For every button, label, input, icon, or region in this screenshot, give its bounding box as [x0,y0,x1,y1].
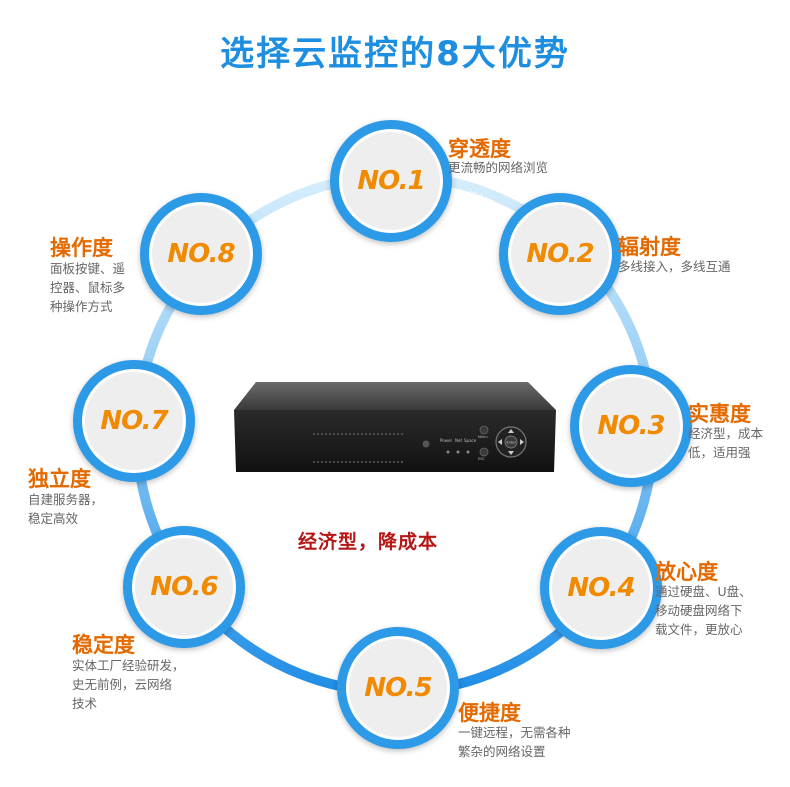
desc-line: 经济型，成本 [688,426,764,441]
badge-no1: NO.1 [330,120,452,242]
device-label-space: Space [464,438,477,443]
feature-title-5: 便捷度 [458,701,521,725]
desc-line: 实体工厂经验研发， [72,658,185,673]
desc-line: 一键远程，无需各种 [458,725,571,740]
desc-line: 繁杂的网络设置 [458,744,546,759]
dvr-device-image: Power Net Space Menu ESC Enter [234,382,556,472]
desc-line: 面板按键、遥 [50,261,126,276]
desc-line: 移动硬盘网络下 [655,603,743,618]
ring-watermark-3: JOOAN [613,493,632,522]
desc-line: 通过硬盘、U盘、 [655,584,752,599]
badge-no5: NO.5 [337,627,459,749]
feature-desc-8: 面板按键、遥 控器、鼠标多 种操作方式 [50,259,125,316]
desc-line: 自建服务器， [28,492,104,507]
badge-label: NO.8 [167,239,235,269]
device-label-net: Net [455,438,462,443]
feature-title-6: 稳定度 [72,633,135,657]
badge-no8: NO.8 [140,193,262,315]
center-caption: 经济型，降成本 [298,531,439,553]
feature-title-7: 独立度 [28,467,91,491]
feature-desc-2: 多线接入，多线互通 [618,257,731,276]
device-label-esc: ESC [478,457,485,461]
device-label-menu: Menu [478,435,488,439]
desc-line: 稳定高效 [28,511,79,526]
badge-no2: NO.2 [499,193,621,315]
badge-label: NO.1 [357,166,425,196]
feature-title-4: 放心度 [655,560,718,584]
device-label-enter: Enter [507,441,517,445]
feature-title-1: 穿透度 [448,137,511,161]
feature-desc-6: 实体工厂经验研发， 史无前例，云网络 技术 [72,656,185,713]
page-title: 选择云监控的8大优势 [220,34,570,74]
badge-no7: NO.7 [73,360,195,482]
badge-label: NO.5 [364,673,432,703]
feature-title-8: 操作度 [50,236,113,260]
feature-title-2: 辐射度 [618,235,681,259]
badge-label: NO.3 [597,411,665,441]
desc-line: 技术 [72,696,98,711]
badge-no4: NO.4 [540,527,662,649]
desc-line: 低，适用强 [688,445,751,460]
feature-desc-4: 通过硬盘、U盘、 移动硬盘网络下 载文件，更放心 [655,582,752,639]
desc-line: 史无前例，云网络 [72,677,173,692]
badge-no3: NO.3 [570,365,692,487]
feature-desc-5: 一键远程，无需各种 繁杂的网络设置 [458,723,571,761]
feature-desc-1: 更流畅的网络浏览 [448,158,548,177]
badge-label: NO.7 [100,406,168,436]
desc-line: 种操作方式 [50,299,113,314]
badge-label: NO.6 [150,572,218,602]
desc-line: 多线接入，多线互通 [618,259,731,274]
feature-desc-7: 自建服务器， 稳定高效 [28,490,103,528]
feature-title-3: 实惠度 [688,402,751,426]
badge-label: NO.4 [567,573,635,603]
desc-line: 更流畅的网络浏览 [448,160,549,175]
desc-line: 控器、鼠标多 [50,280,126,295]
badge-no6: NO.6 [123,526,245,648]
device-label-power: Power [440,438,452,443]
desc-line: 载文件，更放心 [655,622,743,637]
feature-desc-3: 经济型，成本 低，适用强 [688,424,763,462]
badge-label: NO.2 [526,239,594,269]
